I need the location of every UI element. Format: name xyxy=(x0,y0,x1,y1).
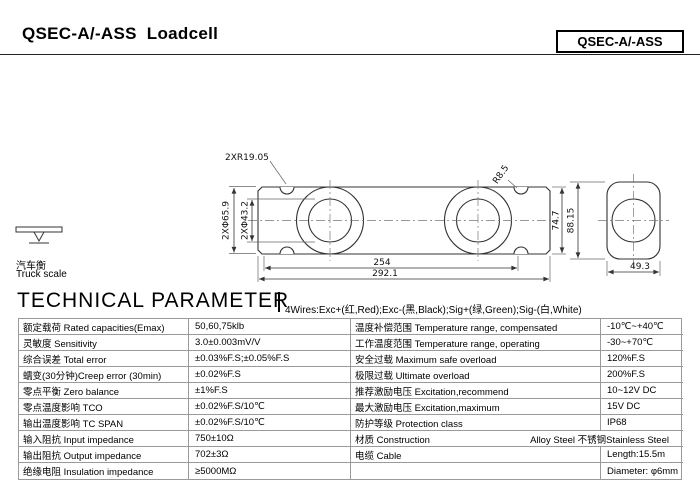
param-value: 50,60,75klb xyxy=(195,321,245,332)
parameter-table: 额定载荷 Rated capacities(Emax) 50,60,75klb … xyxy=(18,318,683,480)
param-value: 3.0±0.003mV/V xyxy=(195,337,261,348)
dim-hole-inner-diameter: 2XΦ43.2 xyxy=(241,201,251,240)
truck-scale-label-en: Truck scale xyxy=(16,269,67,280)
section-title: TECHNICAL PARAMETER xyxy=(17,289,290,312)
table-row: 零点温度影响 TCO ±0.02%F.S/10℃ xyxy=(19,399,350,415)
dim-overall-length: 292.1 xyxy=(372,269,398,279)
param-value: Diameter: φ6mm xyxy=(607,465,679,477)
centerlines xyxy=(248,174,669,267)
table-row: 蠕变(30分钟)Creep error (30min) ±0.02%F.S xyxy=(19,367,350,383)
table-row: 灵敏度 Sensitivity 3.0±0.003mV/V xyxy=(19,335,350,351)
table-row: 工作温度范围 Temperature range, operating -30~… xyxy=(351,335,683,351)
param-label: 推荐激励电压 Excitation,recommend xyxy=(351,383,601,398)
param-value: ≥5000MΩ xyxy=(195,465,237,477)
parameter-table-right: 温度补偿范围 Temperature range, compensated -1… xyxy=(351,319,683,479)
param-label: 绝缘电阻 Insulation impedance xyxy=(19,463,189,479)
param-label: 输出温度影响 TC SPAN xyxy=(19,415,189,430)
param-value: ±0.02%F.S/10℃ xyxy=(195,401,265,412)
param-label: 最大激励电压 Excitation,maximum xyxy=(351,399,601,414)
table-row: 防护等级 Protection class IP68 xyxy=(351,415,683,431)
dim-length-254: 254 xyxy=(373,258,390,268)
param-label: 输出阻抗 Output impedance xyxy=(19,447,189,462)
param-label: 防护等级 Protection class xyxy=(351,415,601,430)
param-label: 温度补偿范围 Temperature range, compensated xyxy=(351,319,601,334)
param-value: ±0.02%F.S/10℃ xyxy=(195,417,265,428)
table-row: 电缆 Cable Length:15.5m xyxy=(351,447,683,463)
table-row: Diameter: φ6mm xyxy=(351,463,683,479)
param-label xyxy=(351,463,601,479)
section-title-divider xyxy=(278,292,280,312)
param-label: 安全过载 Maximum safe overload xyxy=(351,351,601,366)
wiring-note: 4Wires:Exc+(红,Red);Exc-(黑,Black);Sig+(绿,… xyxy=(285,305,582,316)
param-value: Length:15.5m xyxy=(607,449,666,460)
dimensions: 2XR19.05 2XΦ65.9 2XΦ43.2 R8.5 254 292.1 … xyxy=(222,153,661,282)
table-row: 极限过载 Ultimate overload 200%F.S xyxy=(351,367,683,383)
param-value: 200%F.S xyxy=(607,369,646,380)
table-row: 输入阻抗 Input impedance 750±10Ω xyxy=(19,431,350,447)
table-row: 温度补偿范围 Temperature range, compensated -1… xyxy=(351,319,683,335)
dim-end-width: 49.3 xyxy=(630,262,650,272)
table-row: 输出温度影响 TC SPAN ±0.02%F.S/10℃ xyxy=(19,415,350,431)
param-value: ±1%F.S xyxy=(195,385,228,396)
param-label: 工作温度范围 Temperature range, operating xyxy=(351,335,601,350)
param-value: Alloy Steel 不锈钢Stainless Steel xyxy=(530,434,669,446)
loadcell-technical-drawing: 2XR19.05 2XΦ65.9 2XΦ43.2 R8.5 254 292.1 … xyxy=(15,153,669,282)
param-label: 材质 Construction xyxy=(355,434,430,446)
param-value: -30~+70℃ xyxy=(607,337,654,348)
table-row: 推荐激励电压 Excitation,recommend 10~12V DC xyxy=(351,383,683,399)
beam-outline xyxy=(257,186,551,255)
table-row: 绝缘电阻 Insulation impedance ≥5000MΩ xyxy=(19,463,350,479)
param-value: 10~12V DC xyxy=(607,385,657,396)
param-label: 极限过载 Ultimate overload xyxy=(351,367,601,382)
table-row: 综合误差 Total error ±0.03%F.S;±0.05%F.S xyxy=(19,351,350,367)
table-row: 安全过载 Maximum safe overload 120%F.S xyxy=(351,351,683,367)
param-label: 电缆 Cable xyxy=(351,447,601,462)
param-label: 蠕变(30分钟)Creep error (30min) xyxy=(19,367,189,382)
table-row: 零点平衡 Zero balance ±1%F.S xyxy=(19,383,350,399)
param-label: 零点温度影响 TCO xyxy=(19,399,189,414)
param-value: 120%F.S xyxy=(607,353,646,364)
truck-scale-icon xyxy=(15,226,63,244)
param-value: ±0.03%F.S;±0.05%F.S xyxy=(195,353,290,364)
param-value: 702±3Ω xyxy=(195,449,229,460)
table-row: 最大激励电压 Excitation,maximum 15V DC xyxy=(351,399,683,415)
parameter-table-left: 额定载荷 Rated capacities(Emax) 50,60,75klb … xyxy=(19,319,351,479)
page-title: QSEC-A/-ASS Loadcell xyxy=(22,24,219,43)
param-label: 综合误差 Total error xyxy=(19,351,189,366)
dim-overall-height: 88.15 xyxy=(567,208,577,234)
table-row: 输出阻抗 Output impedance 702±3Ω xyxy=(19,447,350,463)
dim-hole-outer-diameter: 2XΦ65.9 xyxy=(222,201,232,240)
param-label: 灵敏度 Sensitivity xyxy=(19,335,189,350)
truck-scale-label-cn: 汽车衡 xyxy=(16,261,46,272)
dim-groove-radius: 2XR19.05 xyxy=(225,153,269,163)
table-row: 额定载荷 Rated capacities(Emax) 50,60,75klb xyxy=(19,319,350,335)
dim-beam-height: 74.7 xyxy=(552,210,562,230)
title-divider xyxy=(0,54,700,55)
param-value: IP68 xyxy=(607,417,627,428)
groove-notches xyxy=(279,186,529,255)
param-label: 额定载荷 Rated capacities(Emax) xyxy=(19,319,189,334)
param-value: 750±10Ω xyxy=(195,433,234,444)
param-value: 15V DC xyxy=(607,401,641,412)
model-badge: QSEC-A/-ASS xyxy=(556,30,684,53)
param-label: 零点平衡 Zero balance xyxy=(19,383,189,398)
table-row: 材质 Construction Alloy Steel 不锈钢Stainless… xyxy=(351,431,683,447)
dim-fillet-radius: R8.5 xyxy=(491,164,511,187)
param-label: 输入阻抗 Input impedance xyxy=(19,431,189,446)
param-value: -10℃~+40℃ xyxy=(607,321,664,332)
param-value: ±0.02%F.S xyxy=(195,369,241,380)
